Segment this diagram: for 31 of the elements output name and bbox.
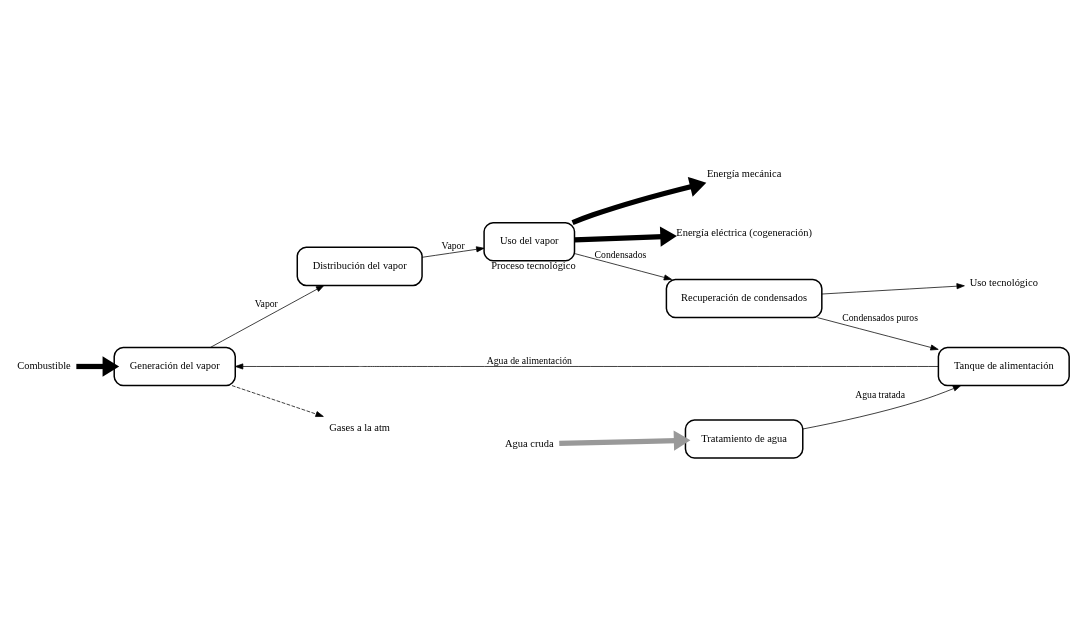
node-box: Recuperación de condensados [665,278,823,318]
edge-label: Agua tratada [855,388,906,400]
arrow [821,282,965,294]
node-box: Generación del vapor [113,346,236,386]
arrow [235,363,939,369]
node-box: Uso del vapor [483,221,576,261]
arrow [802,384,962,429]
node-box: Tanque de alimentación [937,346,1070,386]
arrow [571,176,707,225]
arrow [76,355,120,377]
node-text: Energía eléctrica (cogeneración) [676,226,812,238]
edge-label: Vapor [254,297,278,309]
arrow [559,430,691,451]
node-box: Distribución del vapor [296,246,423,286]
node-text: Combustible [17,359,71,371]
edge-label: Agua de alimentación [486,354,572,366]
node-text: Gases a la atm [329,421,391,433]
edge-label: Vapor [441,239,465,251]
arrow [574,252,673,280]
node-text: Energía mecánica [706,167,782,179]
node-label: Proceso tecnológico [491,259,576,271]
arrow [210,284,325,348]
node-box: Tratamiento de agua [684,418,804,459]
arrow [231,384,324,417]
edge-label: Condensados puros [842,311,918,323]
arrow [574,226,677,247]
node-text: Agua cruda [505,437,554,449]
edge-label: Condensados [594,248,647,260]
node-text: Uso tecnológico [969,276,1038,288]
arrow [421,245,485,258]
arrow [817,316,939,350]
